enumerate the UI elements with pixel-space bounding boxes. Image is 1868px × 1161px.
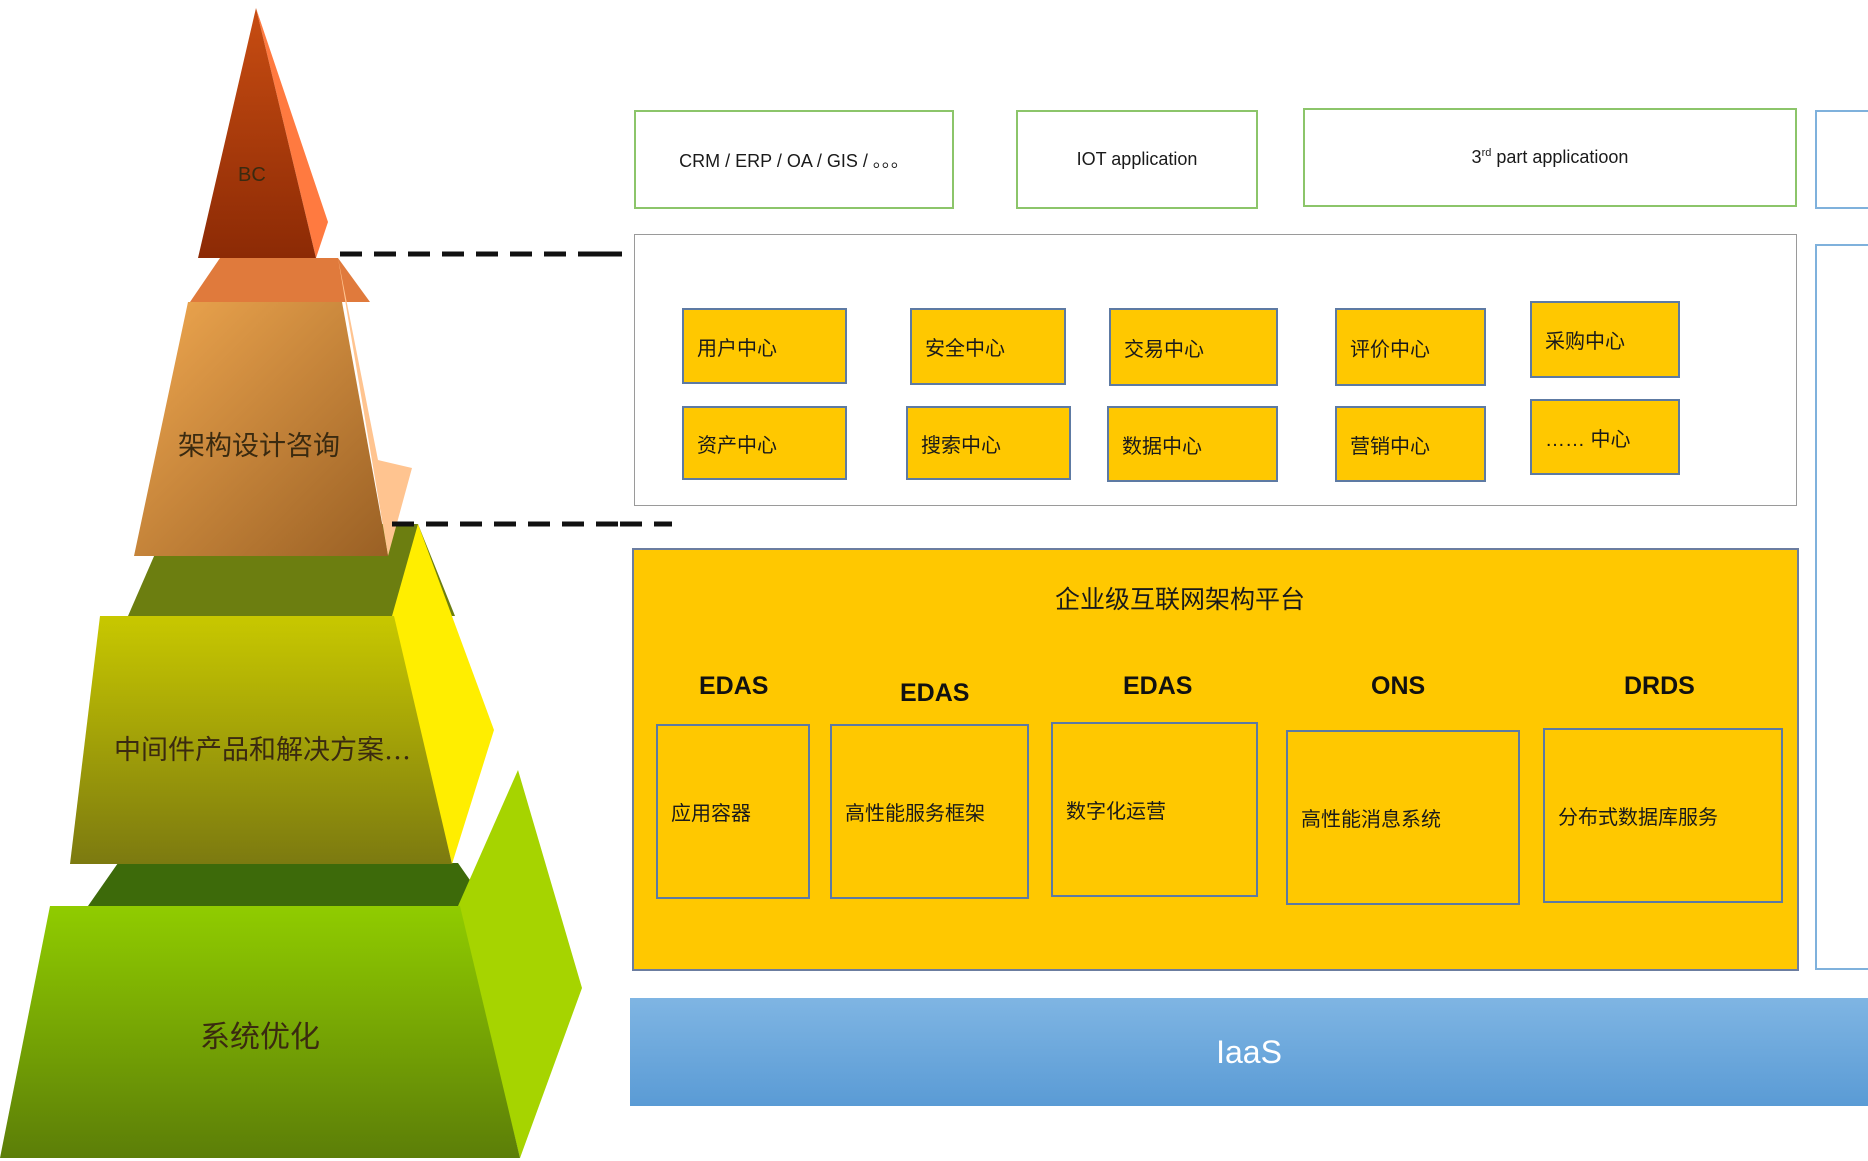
pyramid-level4-front	[0, 906, 520, 1158]
center-procurement: 采购中心	[1530, 301, 1680, 378]
pyramid-level1-side	[256, 8, 328, 258]
product-name-ons: ONS	[1371, 672, 1426, 700]
pyramid-level3-side	[392, 524, 494, 864]
center-security: 安全中心	[910, 308, 1066, 385]
center-user: 用户中心	[682, 308, 847, 384]
center-review: 评价中心	[1335, 308, 1486, 386]
pyramid-label-system-optimization: 系统优化	[200, 1020, 320, 1055]
product-box-service-framework: 高性能服务框架	[830, 724, 1029, 899]
center-asset: 资产中心	[682, 406, 847, 480]
dashed-connector-extension	[600, 251, 672, 527]
pyramid-level2-front	[134, 302, 388, 556]
app-box-third-party: 3rd part applicatioon	[1303, 108, 1797, 207]
center-more: …… 中心	[1530, 399, 1680, 475]
pyramid-level4-side	[458, 770, 582, 1158]
center-data: 数据中心	[1107, 406, 1278, 482]
product-name-drds: DRDS	[1624, 672, 1695, 700]
product-box-app-container: 应用容器	[656, 724, 810, 899]
platform-title: 企业级互联网架构平台	[1055, 586, 1306, 614]
product-name-edas-3: EDAS	[1123, 672, 1193, 700]
service-pyramid	[0, 8, 620, 1158]
center-marketing: 营销中心	[1335, 406, 1486, 482]
product-box-messaging: 高性能消息系统	[1286, 730, 1520, 905]
product-box-digital-ops: 数字化运营	[1051, 722, 1258, 897]
product-name-edas-1: EDAS	[699, 672, 769, 700]
app-label-iot: IOT application	[1076, 149, 1198, 169]
pyramid-label-middleware-solutions: 中间件产品和解决方案…	[114, 735, 411, 766]
center-trade: 交易中心	[1109, 308, 1278, 386]
pyramid-level2-top	[190, 258, 370, 302]
pyramid-level1-front	[198, 8, 316, 258]
pyramid-level4-top	[88, 863, 488, 906]
pyramid-label-architecture-consulting: 架构设计咨询	[178, 431, 340, 462]
iaas-layer: IaaS	[630, 998, 1868, 1106]
center-search: 搜索中心	[906, 406, 1071, 480]
iaas-label: IaaS	[1216, 1033, 1282, 1070]
pyramid-level3-front	[70, 616, 452, 864]
product-name-edas-2: EDAS	[900, 679, 970, 707]
app-label-enterprise: CRM / ERP / OA / GIS / 。。。	[679, 150, 909, 171]
side-box-tall	[1815, 244, 1868, 970]
side-box-top	[1815, 110, 1868, 209]
app-box-enterprise-apps: CRM / ERP / OA / GIS / 。。。	[634, 110, 954, 209]
app-box-iot: IOT application	[1016, 110, 1258, 209]
pyramid-label-bc: BC	[238, 164, 266, 186]
product-box-distributed-db: 分布式数据库服务	[1543, 728, 1783, 903]
pyramid-level2-side	[338, 258, 412, 556]
enterprise-platform	[632, 548, 1799, 971]
app-label-third-party: 3rd part applicatioon	[1471, 147, 1629, 167]
